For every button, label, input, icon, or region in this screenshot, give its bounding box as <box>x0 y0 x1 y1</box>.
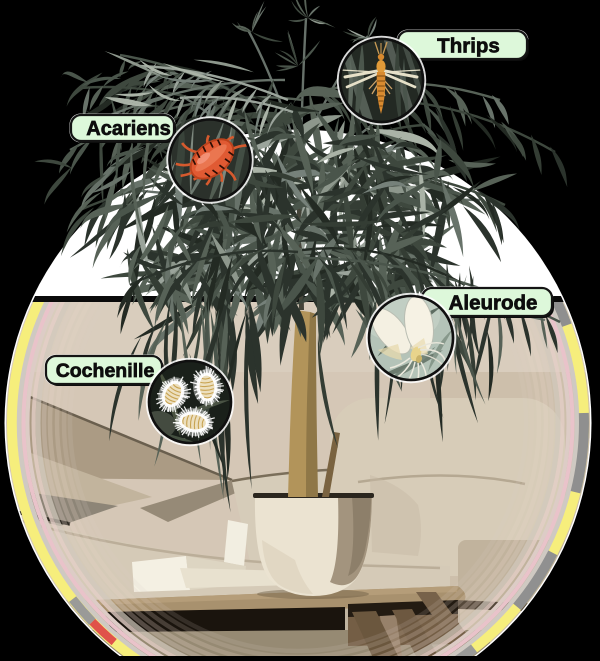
svg-text:Aleurode: Aleurode <box>449 291 538 314</box>
svg-text:Thrips: Thrips <box>437 34 500 57</box>
svg-text:Acariens: Acariens <box>86 118 171 140</box>
svg-text:Cochenille: Cochenille <box>56 360 155 382</box>
